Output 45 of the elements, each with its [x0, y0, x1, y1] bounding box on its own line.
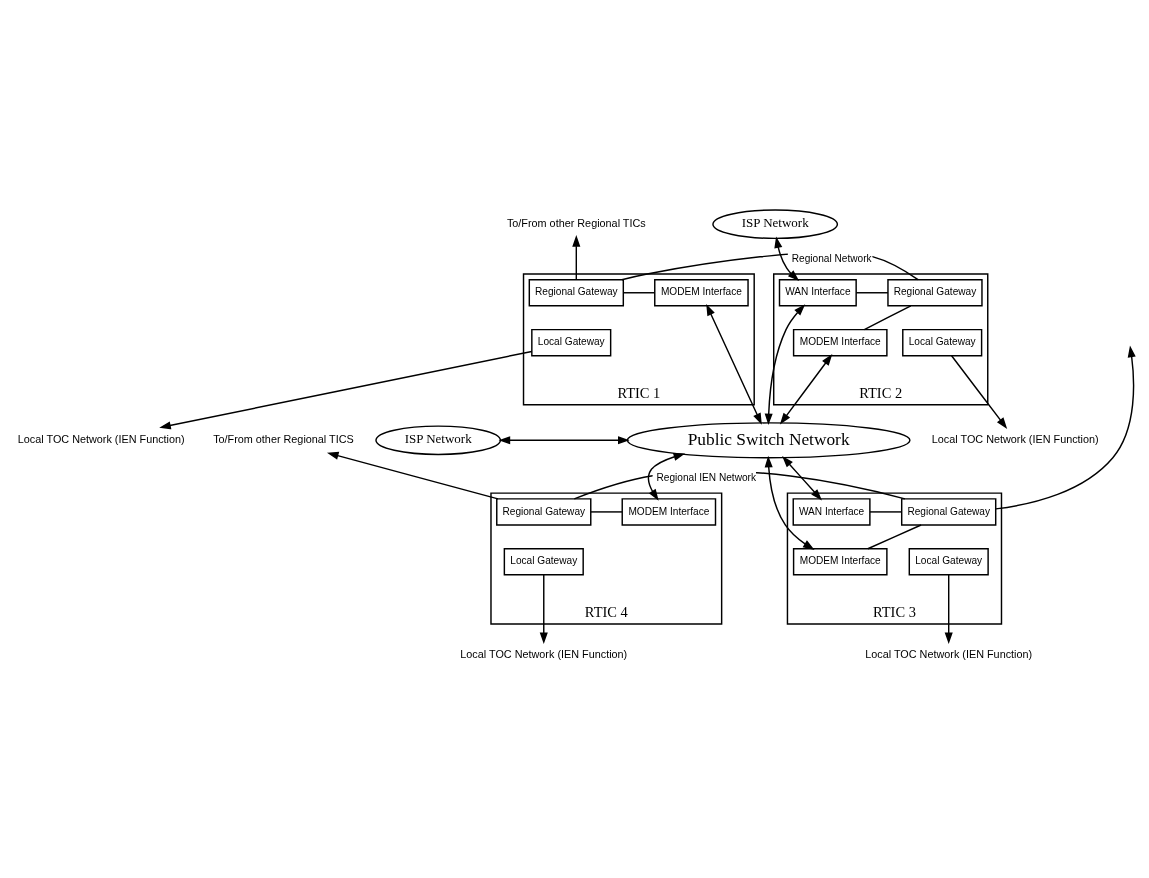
connector — [855, 292, 889, 294]
connector — [867, 524, 922, 550]
arrow — [944, 574, 953, 645]
arrow — [326, 451, 499, 500]
node-box: Local Gateway — [902, 328, 983, 357]
node-box: Regional Gateway — [887, 279, 983, 307]
node-box: MODEM Interface — [621, 498, 717, 526]
edge-label: Regional IEN Network — [656, 472, 757, 484]
node-ellipse: ISP Network — [712, 209, 839, 240]
node-box: Local Gateway — [531, 328, 612, 357]
connector — [590, 511, 623, 513]
arrow — [950, 355, 1008, 429]
node-box: Local Gateway — [908, 548, 989, 576]
node-text: To/From other Regional TICs — [506, 216, 646, 229]
connector — [863, 305, 912, 331]
node-text: Local TOC Network (IEN Function) — [17, 432, 185, 445]
node-text: Local TOC Network (IEN Function) — [931, 432, 1099, 445]
arrow — [159, 350, 533, 430]
node-box: Regional Gateway — [900, 498, 997, 526]
arrow — [764, 455, 815, 550]
node-text: Local TOC Network (IEN Function) — [865, 647, 1033, 660]
node-box: Local Gateway — [503, 548, 584, 576]
edge-label: Regional Network — [791, 253, 872, 265]
node-box: MODEM Interface — [792, 328, 888, 357]
arrow — [995, 345, 1136, 510]
node-box: MODEM Interface — [654, 279, 749, 307]
connector — [869, 511, 903, 513]
arrow — [706, 303, 762, 425]
node-box: Regional Gateway — [496, 498, 592, 526]
arrow — [539, 574, 548, 645]
node-box: Regional Gateway — [528, 279, 625, 307]
arrow — [774, 236, 800, 282]
node-ellipse: ISP Network — [375, 425, 502, 456]
node-text: To/From other Regional TICS — [213, 432, 354, 445]
node-text: Local TOC Network (IEN Function) — [460, 647, 628, 660]
node-box: WAN Interface — [778, 279, 857, 307]
arrow — [572, 235, 581, 281]
arrow — [779, 354, 833, 425]
arrow — [764, 304, 806, 426]
node-box: WAN Interface — [792, 498, 871, 526]
arrow — [647, 452, 686, 501]
node-box: MODEM Interface — [792, 548, 888, 576]
arrow — [782, 456, 822, 501]
arrow — [498, 436, 630, 445]
connector — [622, 292, 656, 294]
